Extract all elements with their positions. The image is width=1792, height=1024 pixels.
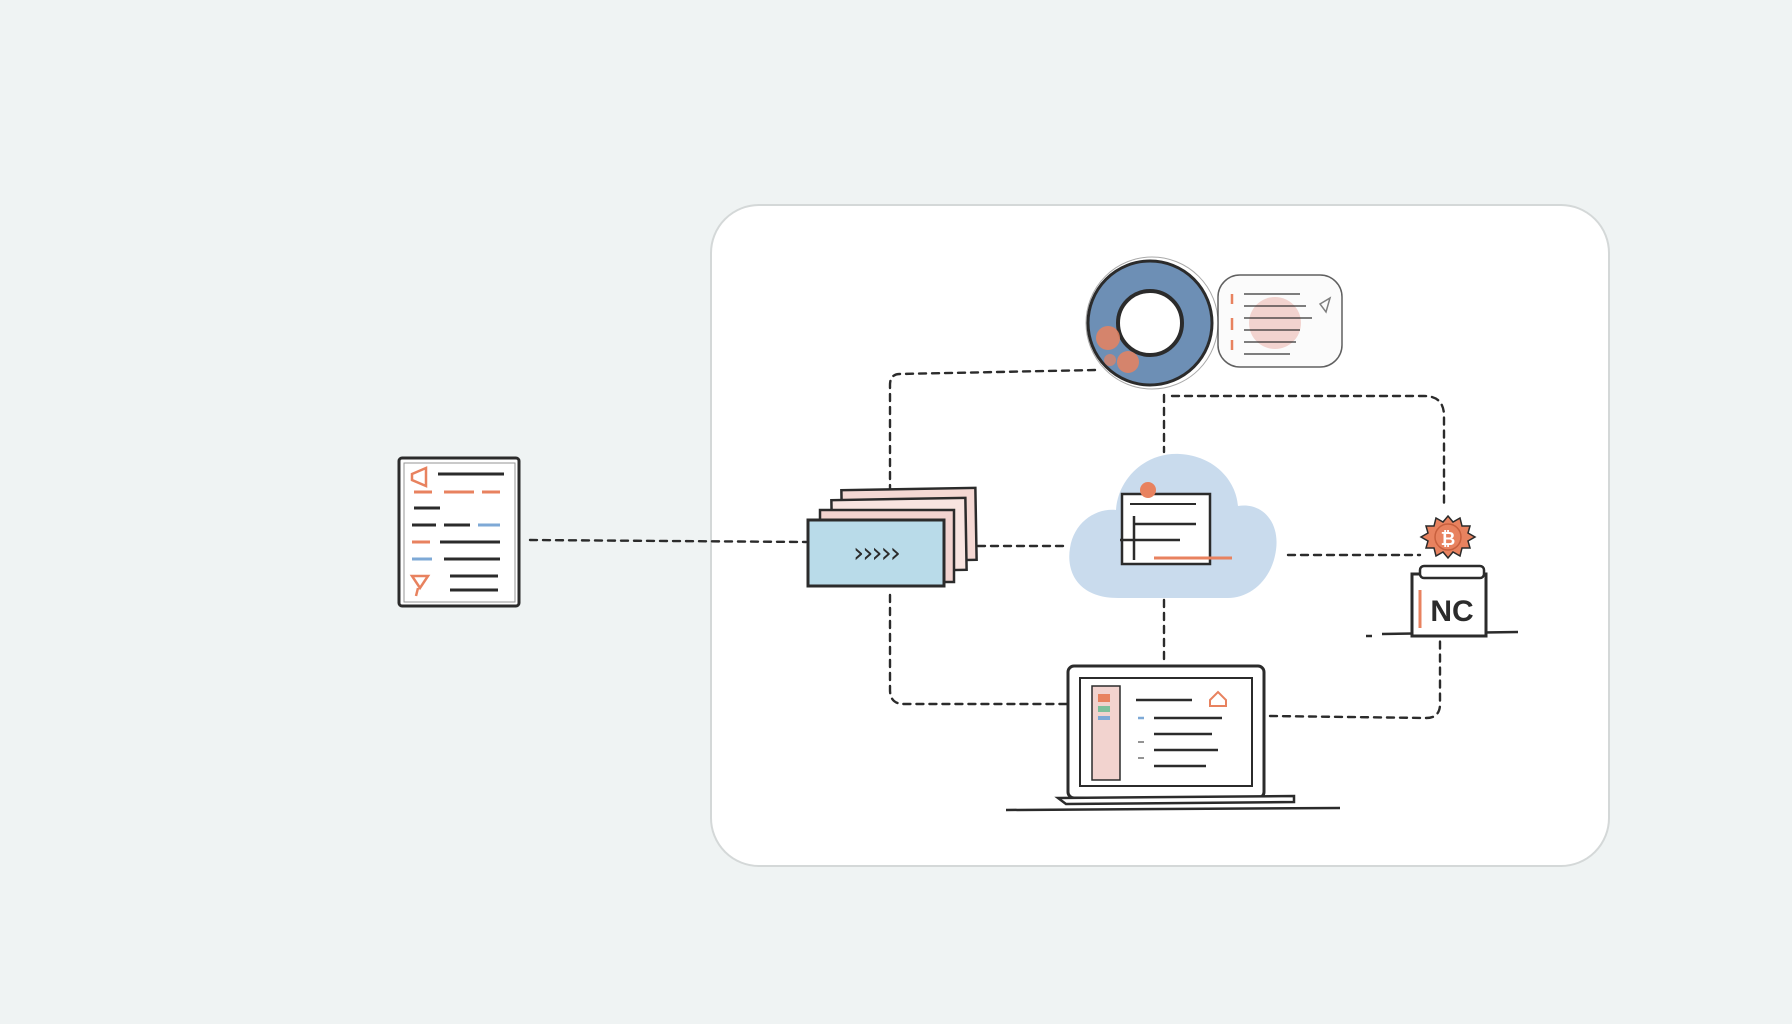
packets-glyph: ››››› (853, 536, 900, 569)
connector-disc-left-loop (888, 368, 1097, 502)
stacked-cards-icon: ››››› (806, 486, 978, 588)
connector-laptop-vault (1268, 638, 1442, 720)
connector-disc-vault (1170, 394, 1446, 510)
disc-tag (1217, 274, 1343, 368)
connector-document-packets (528, 538, 808, 544)
coin-symbol: ₿ (1441, 529, 1456, 550)
disc-icon (1085, 256, 1219, 390)
bitcoin-vault-icon: NC ₿ (1366, 514, 1519, 638)
connectors (528, 368, 1446, 720)
cloud-icon (1069, 453, 1277, 598)
document-icon (397, 456, 521, 608)
vault-label: NC (1430, 595, 1473, 628)
connector-packets-laptop (888, 593, 1070, 706)
laptop-icon (1005, 664, 1341, 812)
bitcoin-coin-icon: ₿ (1419, 514, 1477, 560)
